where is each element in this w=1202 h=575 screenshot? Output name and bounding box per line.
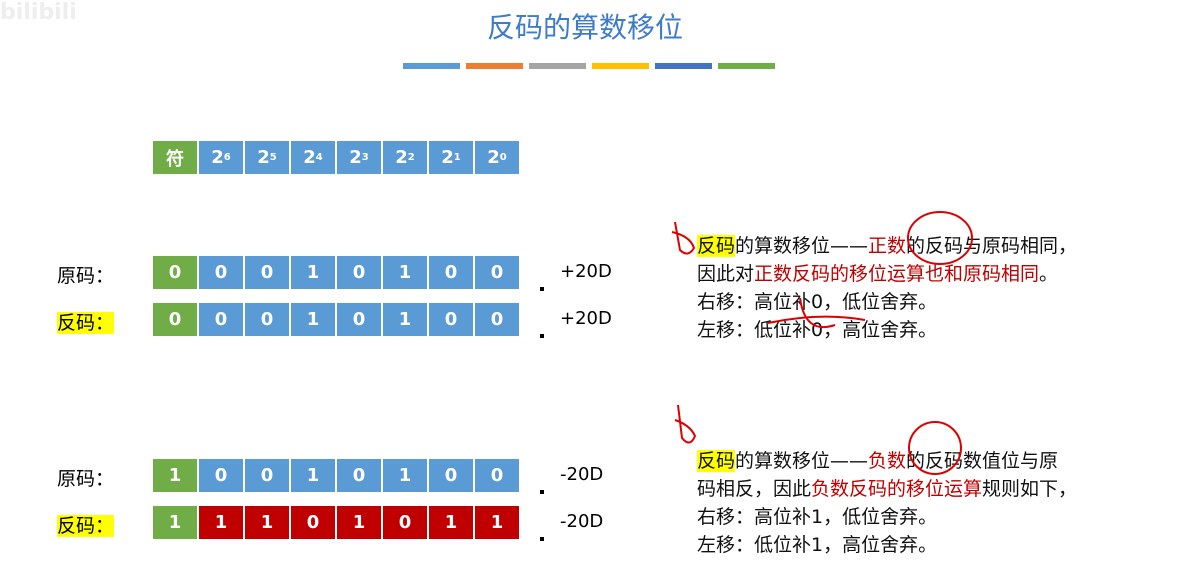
text-red: 负数	[868, 450, 907, 472]
bit-cell: 1	[290, 458, 336, 493]
text-red: 负数反码的移位运算	[811, 478, 983, 500]
bit-cell: 0	[198, 255, 244, 290]
bit-cell: 0	[244, 458, 290, 493]
bit-cell: 1	[382, 255, 428, 290]
left-shift-rule: 左移：低位补0，高位舍弃。	[697, 319, 938, 341]
bit-cell: 0	[198, 302, 244, 337]
bit-cell: 0	[336, 458, 382, 493]
bit-cell: 1	[152, 505, 198, 540]
bit-cell: 1	[428, 505, 474, 540]
text: 规则如下，	[982, 478, 1078, 500]
color-bar	[718, 63, 775, 69]
color-bar	[403, 63, 460, 69]
bit-cell: 1	[198, 505, 244, 540]
bit-cell: 1	[382, 302, 428, 337]
text: 因此对	[697, 263, 755, 285]
bit-cell: 0	[152, 255, 198, 290]
slide-title: 反码的算数移位	[486, 11, 683, 44]
bit-cell: 1	[382, 458, 428, 493]
bit-cell: 1	[290, 255, 336, 290]
color-bar	[529, 63, 586, 69]
bit-cell: 0	[290, 505, 336, 540]
bit-cell: 1	[474, 505, 520, 540]
decimal-value: -20D	[560, 464, 604, 485]
bit-cell: 0	[152, 302, 198, 337]
binary-point	[540, 537, 544, 541]
row-label: 反码：	[57, 312, 115, 334]
bit-cell: 0	[198, 458, 244, 493]
color-bars	[403, 63, 775, 69]
bit-cell: 0	[428, 302, 474, 337]
row-label: 原码：	[57, 265, 115, 287]
highlight: 反码	[697, 235, 736, 257]
color-bar	[655, 63, 712, 69]
bit-cell: 1	[336, 505, 382, 540]
color-bar	[592, 63, 649, 69]
row-label: 反码：	[57, 515, 115, 537]
right-shift-rule: 右移：高位补1，低位舍弃。	[697, 506, 938, 528]
bit-cell: 0	[382, 505, 428, 540]
highlight: 反码	[697, 450, 736, 472]
text: 的算数移位——	[735, 235, 869, 257]
positive-shift-explanation: 反码的算数移位——正数的反码与原码相同， 因此对正数反码的移位运算也和原码相同。…	[697, 232, 1077, 344]
bit-cell: 0	[428, 458, 474, 493]
text: 的反码数值位与原	[906, 450, 1059, 472]
watermark: bilibili	[0, 0, 77, 25]
bit-cell: 0	[474, 458, 520, 493]
bit-cell: 0	[244, 302, 290, 337]
right-shift-rule: 右移：高位补0，低位舍弃。	[697, 291, 938, 313]
binary-point	[540, 287, 544, 291]
negative-shift-explanation: 反码的算数移位——负数的反码数值位与原 码相反，因此负数反码的移位运算规则如下，…	[697, 447, 1077, 559]
decimal-value: +20D	[560, 261, 612, 282]
text-red: 正数反码的移位运算也和原码相同	[754, 263, 1040, 285]
bit-cell: 0	[336, 255, 382, 290]
text: 的反码与原码相同，	[906, 235, 1078, 257]
row-label: 原码：	[57, 468, 115, 490]
binary-point	[540, 334, 544, 338]
bit-cell: 0	[474, 302, 520, 337]
bit-cell: 0	[336, 302, 382, 337]
bit-cell: 1	[290, 302, 336, 337]
bit-cell: 0	[474, 255, 520, 290]
bit-cell: 1	[152, 458, 198, 493]
binary-point	[540, 490, 544, 494]
bit-cell: 0	[428, 255, 474, 290]
decimal-value: +20D	[560, 308, 612, 329]
text-red: 正数	[868, 235, 907, 257]
left-shift-rule: 左移：低位补1，高位舍弃。	[697, 534, 938, 556]
bit-cell: 1	[244, 505, 290, 540]
text: 的算数移位——	[735, 450, 869, 472]
text: 码相反，因此	[697, 478, 812, 500]
color-bar	[466, 63, 523, 69]
text: 。	[1039, 263, 1059, 285]
sign-cell: 符	[152, 140, 198, 175]
decimal-value: -20D	[560, 511, 604, 532]
bit-cell: 0	[244, 255, 290, 290]
